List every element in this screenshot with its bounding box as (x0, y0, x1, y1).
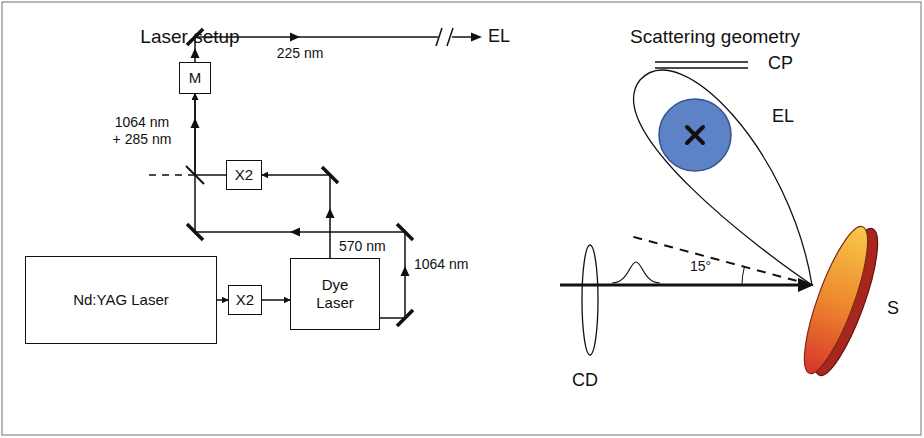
beam-break-gap (438, 28, 452, 46)
beam-connector (195, 94, 405, 318)
box-text: X2 (236, 291, 254, 309)
wavelength-label: 1064 nm (412, 256, 470, 272)
panel-title: Scattering geometry (630, 28, 800, 45)
wavelength-label: 570 nm (337, 238, 388, 254)
box-text: X2 (235, 166, 253, 184)
angle-arc (742, 267, 744, 285)
beam-arrows (191, 33, 483, 277)
panel-title: Laser setup (140, 28, 239, 45)
beam-connector (262, 175, 330, 258)
part-label: S (887, 300, 899, 317)
laser-box: Nd:YAG Laser (25, 256, 217, 344)
wavelength-label: 1064 nm + 285 nm (110, 114, 174, 148)
cp-plates (655, 62, 748, 68)
box-text: Dye Laser (310, 276, 360, 312)
part-label: EL (772, 108, 794, 125)
mixer-box: M (179, 62, 211, 94)
mirrors (187, 29, 413, 326)
doubler-box: X2 (228, 285, 262, 315)
beam-lines (148, 37, 474, 175)
sample (792, 221, 879, 380)
part-label: CD (572, 372, 598, 389)
doubler-box: X2 (226, 160, 262, 190)
el-spot (659, 99, 731, 171)
box-text: Nd:YAG Laser (73, 291, 169, 309)
part-label: EL (488, 28, 510, 45)
laser-pulse (612, 262, 660, 283)
beam-connector (195, 94, 226, 175)
incident-beam (560, 284, 800, 287)
box-text: M (189, 69, 202, 87)
beam-connector (262, 299, 290, 301)
beam-break (436, 28, 453, 46)
beam-connector (217, 299, 228, 301)
lens (582, 245, 598, 355)
wavelength-label: 225 nm (277, 45, 324, 62)
angle-label: 15° (690, 258, 711, 275)
laser-box: Dye Laser (290, 258, 380, 330)
detection-axis (630, 236, 812, 285)
part-label: CP (768, 55, 793, 72)
emission-lobe (634, 70, 812, 285)
el-cross (687, 127, 703, 143)
